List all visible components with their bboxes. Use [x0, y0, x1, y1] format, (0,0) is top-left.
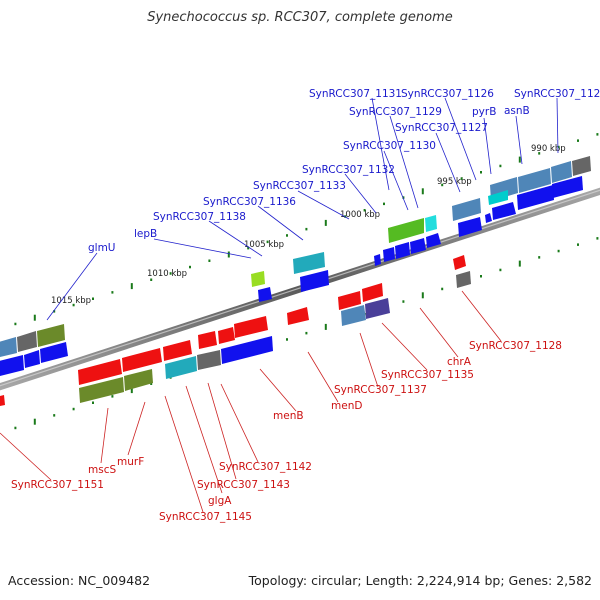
- gene-forward[interactable]: [300, 270, 329, 292]
- tick-label-1000: 1000 kbp: [340, 210, 380, 220]
- genome-backbone: [0, 187, 600, 391]
- gene-label[interactable]: SynRCC307_1136: [203, 196, 296, 208]
- gene-reverse[interactable]: [122, 348, 162, 372]
- reverse-leader-lines: [0, 290, 502, 513]
- gene-reverse[interactable]: [341, 305, 366, 326]
- gene-label[interactable]: SynRCC307_1132: [302, 164, 395, 176]
- forward-strand-genes: [0, 156, 591, 377]
- gene-reverse[interactable]: [79, 377, 124, 403]
- gene-label[interactable]: asnB: [504, 105, 530, 117]
- gene-forward[interactable]: [458, 217, 482, 237]
- gene-reverse[interactable]: [221, 336, 273, 364]
- gene-reverse[interactable]: [338, 291, 361, 310]
- gene-label[interactable]: SynRCC307_1143: [197, 479, 290, 491]
- gene-label[interactable]: glgA: [208, 495, 232, 507]
- gene-reverse[interactable]: [165, 356, 197, 379]
- gene-forward[interactable]: [37, 324, 65, 347]
- gene-label[interactable]: SynRCC307_1133: [253, 180, 346, 192]
- gene-reverse[interactable]: [163, 340, 192, 361]
- gene-forward[interactable]: [251, 271, 265, 287]
- gene-reverse[interactable]: [218, 327, 235, 344]
- gene-reverse[interactable]: [456, 271, 471, 288]
- gene-label[interactable]: SynRCC307_1129: [349, 106, 442, 118]
- reverse-strand-genes: [0, 255, 471, 406]
- gene-forward[interactable]: [0, 337, 17, 358]
- gene-reverse[interactable]: [78, 359, 122, 385]
- forward-gene-labels: SynRCC307_1131 SynRCC307_1126 SynRCC307_…: [88, 88, 600, 254]
- gene-label[interactable]: SynRCC307_1128: [469, 340, 562, 352]
- forward-leader-lines: [46, 97, 559, 321]
- gene-forward[interactable]: [518, 168, 551, 193]
- gene-label[interactable]: pyrB: [472, 106, 496, 118]
- gene-label[interactable]: SynRCC307_1142: [219, 461, 312, 473]
- tick-label-1015: 1015 kbp: [51, 296, 91, 306]
- gene-reverse[interactable]: [0, 395, 5, 406]
- tick-label-995: 995 kbp: [437, 177, 472, 187]
- gene-label[interactable]: chrA: [447, 356, 472, 368]
- gene-forward[interactable]: [17, 331, 37, 352]
- gene-forward[interactable]: [485, 213, 492, 223]
- gene-label[interactable]: SynRCC307_1130: [343, 140, 436, 152]
- gene-label[interactable]: SynRCC307_1126: [401, 88, 494, 100]
- gene-forward[interactable]: [572, 156, 591, 176]
- accession-text: Accession: NC_009482: [8, 573, 151, 588]
- topology-summary: Topology: circular; Length: 2,224,914 bp…: [248, 573, 592, 588]
- gene-reverse[interactable]: [124, 369, 153, 391]
- gene-label[interactable]: menD: [331, 400, 362, 412]
- gene-forward[interactable]: [388, 218, 424, 243]
- gene-label[interactable]: menB: [273, 410, 304, 422]
- gene-reverse[interactable]: [197, 350, 221, 370]
- gene-label[interactable]: SynRCC307_1127: [395, 122, 488, 134]
- gene-forward[interactable]: [426, 233, 441, 248]
- gene-forward[interactable]: [293, 252, 325, 274]
- gene-label[interactable]: glmU: [88, 242, 116, 254]
- gene-forward[interactable]: [0, 355, 24, 377]
- gene-forward[interactable]: [452, 198, 481, 221]
- gene-forward[interactable]: [410, 238, 426, 254]
- gene-label[interactable]: SynRCC307_1137: [334, 384, 427, 396]
- gene-forward[interactable]: [492, 202, 516, 220]
- gene-forward[interactable]: [258, 287, 272, 302]
- gene-reverse[interactable]: [362, 283, 383, 302]
- gene-reverse[interactable]: [198, 331, 217, 349]
- map-title: Synechococcus sp. RCC307, complete genom…: [147, 10, 453, 25]
- genome-backbone-highlight: [0, 189, 600, 387]
- tick-label-1005: 1005 kbp: [244, 240, 284, 250]
- gene-label[interactable]: murF: [117, 456, 144, 468]
- gene-label[interactable]: lepB: [134, 228, 157, 240]
- reverse-gene-labels: SynRCC307_1128 chrA SynRCC307_1135 SynRC…: [11, 340, 562, 523]
- gene-forward[interactable]: [395, 242, 410, 259]
- gene-label[interactable]: mscS: [88, 464, 116, 476]
- gene-forward[interactable]: [488, 190, 508, 205]
- gene-forward[interactable]: [40, 342, 68, 363]
- gene-reverse[interactable]: [287, 307, 309, 325]
- gene-reverse[interactable]: [234, 316, 268, 338]
- gene-label[interactable]: SynRCC307_1135: [381, 369, 474, 381]
- gene-reverse[interactable]: [453, 255, 466, 270]
- gene-label[interactable]: SynRCC307_1123: [514, 88, 600, 100]
- gene-label[interactable]: SynRCC307_1145: [159, 511, 252, 523]
- gene-forward[interactable]: [374, 254, 381, 266]
- gene-forward[interactable]: [383, 247, 395, 262]
- gene-forward[interactable]: [517, 185, 554, 210]
- tick-label-1010: 1010 kbp: [147, 269, 187, 279]
- gene-label[interactable]: SynRCC307_1151: [11, 479, 104, 491]
- gene-forward[interactable]: [24, 350, 40, 368]
- gene-forward[interactable]: [552, 176, 583, 198]
- gene-reverse[interactable]: [365, 298, 390, 319]
- gene-forward[interactable]: [551, 161, 572, 183]
- gene-label[interactable]: SynRCC307_1131: [309, 88, 402, 100]
- tick-label-990: 990 kbp: [531, 144, 566, 154]
- gene-forward[interactable]: [425, 215, 437, 232]
- gene-label[interactable]: SynRCC307_1138: [153, 211, 246, 223]
- scale-ticks: 990 kbp 995 kbp 1000 kbp 1005 kbp 1010 k…: [51, 144, 566, 306]
